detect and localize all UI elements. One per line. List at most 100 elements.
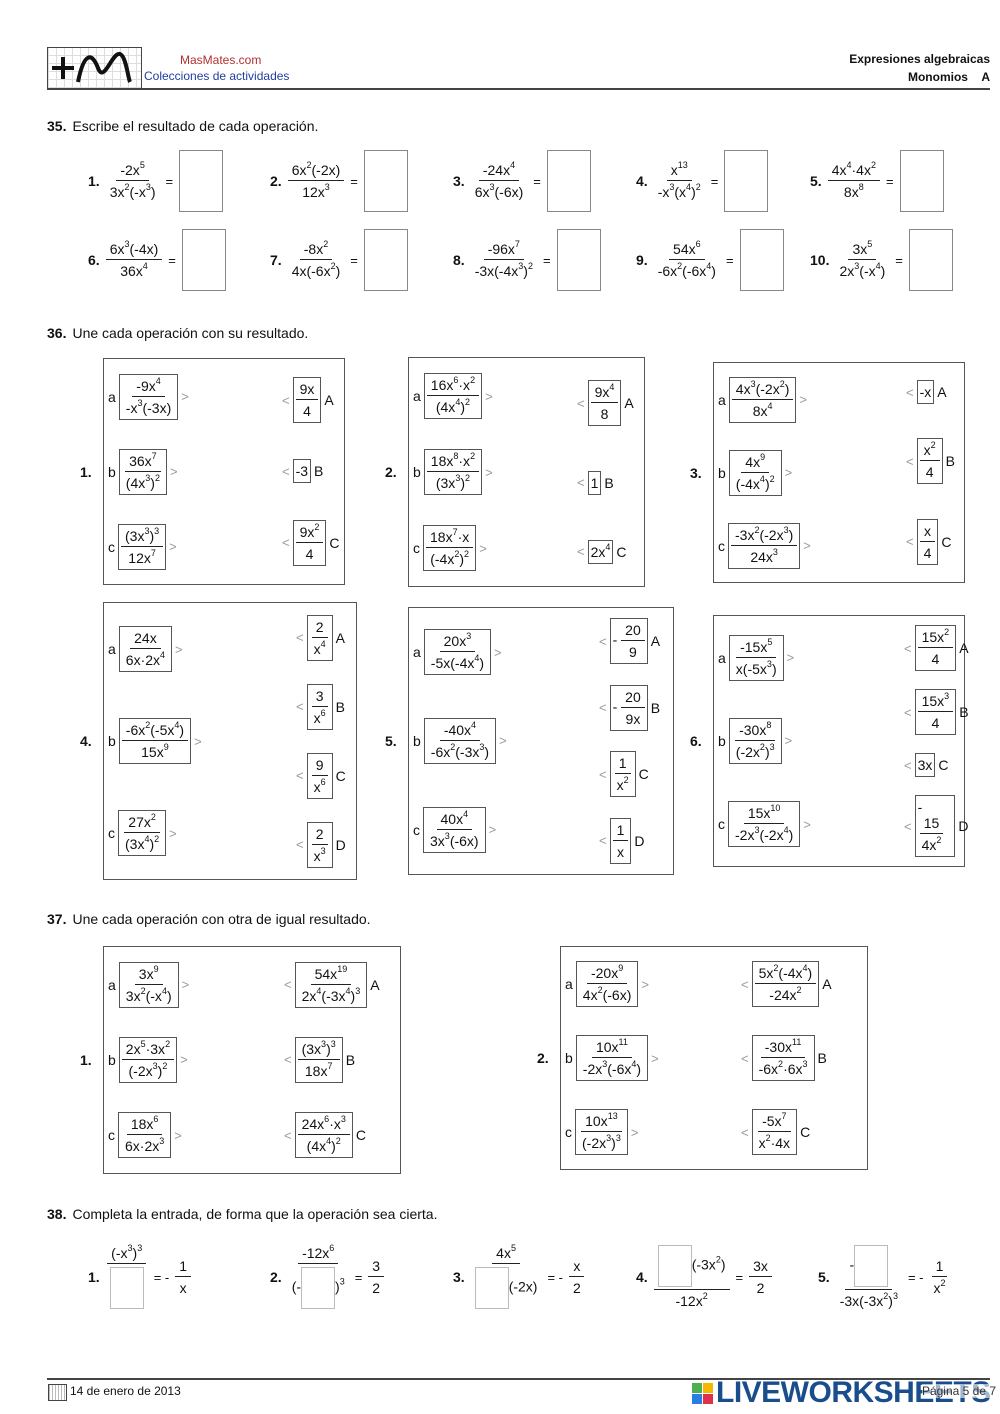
connector-left-icon[interactable]: < (284, 1052, 292, 1068)
connector-right-icon[interactable]: > (181, 977, 190, 993)
connector-right-icon[interactable]: > (494, 644, 502, 660)
connector-left-icon[interactable]: < (741, 1050, 749, 1066)
connector-right-icon[interactable]: > (499, 733, 507, 749)
connector-right-icon[interactable]: > (175, 641, 183, 657)
left-expression[interactable]: b-40x4-6x2(-3x3)> (413, 717, 507, 764)
connector-right-icon[interactable]: > (784, 465, 793, 480)
connector-left-icon[interactable]: < (577, 475, 585, 491)
connector-right-icon[interactable]: > (181, 389, 189, 404)
connector-left-icon[interactable]: < (741, 1124, 749, 1140)
connector-right-icon[interactable]: > (169, 464, 178, 479)
connector-right-icon[interactable]: > (169, 825, 177, 841)
answer-input[interactable] (109, 1267, 144, 1309)
left-expression[interactable]: b-6x2(-5x4)15x9> (108, 718, 202, 764)
answer-input[interactable] (556, 229, 601, 291)
answer-input[interactable] (724, 150, 769, 212)
site-name[interactable]: MasMates.com (180, 53, 262, 67)
connector-left-icon[interactable]: < (904, 640, 912, 656)
connector-left-icon[interactable]: < (906, 453, 914, 469)
connector-left-icon[interactable]: < (906, 534, 914, 550)
connector-right-icon[interactable]: > (485, 464, 493, 480)
connector-left-icon[interactable]: < (904, 704, 912, 720)
connector-left-icon[interactable]: < (296, 768, 304, 783)
connector-right-icon[interactable]: > (799, 392, 808, 407)
left-expression[interactable]: c-3x2(-2x3)24x3> (718, 522, 811, 569)
answer-input[interactable] (546, 150, 591, 212)
answer-input[interactable] (908, 229, 953, 291)
connector-left-icon[interactable]: < (599, 833, 607, 849)
connector-left-icon[interactable]: < (282, 535, 290, 551)
connector-left-icon[interactable]: < (599, 633, 607, 649)
connector-left-icon[interactable]: < (284, 1127, 292, 1143)
answer-input[interactable] (181, 229, 226, 291)
connector-right-icon[interactable]: > (169, 539, 177, 554)
connector-left-icon[interactable]: < (296, 630, 304, 645)
connector-left-icon[interactable]: < (741, 976, 749, 992)
connector-right-icon[interactable]: > (803, 816, 811, 832)
answer-input[interactable] (739, 229, 784, 291)
connector-left-icon[interactable]: < (577, 544, 585, 560)
connector-left-icon[interactable]: < (296, 837, 304, 852)
connector-right-icon[interactable]: > (485, 388, 493, 404)
connector-right-icon[interactable]: > (479, 540, 487, 556)
connector-left-icon[interactable]: < (904, 757, 912, 773)
answer-input[interactable] (363, 150, 408, 212)
connector-right-icon[interactable]: > (488, 822, 497, 838)
connector-left-icon[interactable]: < (906, 384, 914, 400)
connector-left-icon[interactable]: < (296, 699, 304, 714)
answer-input[interactable] (363, 229, 408, 291)
answer-input[interactable] (854, 1245, 889, 1287)
left-expression[interactable]: a-9x4-x3(-3x)> (108, 373, 189, 420)
connector-left-icon[interactable]: < (282, 392, 290, 408)
connector-left-icon[interactable]: < (282, 463, 290, 479)
answer-input[interactable] (301, 1267, 336, 1309)
answer-input[interactable] (657, 1245, 692, 1287)
connector-right-icon[interactable]: > (630, 1124, 639, 1140)
connector-left-icon[interactable]: < (284, 977, 292, 993)
answer-input[interactable] (474, 1267, 509, 1309)
answer-input[interactable] (899, 150, 944, 212)
connector-right-icon[interactable]: > (784, 733, 793, 749)
